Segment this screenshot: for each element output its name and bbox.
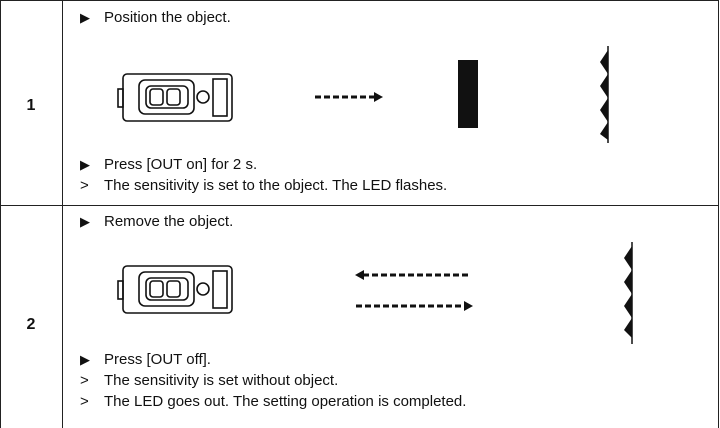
- action-marker: ▶: [80, 157, 90, 172]
- action-marker: ▶: [80, 214, 90, 229]
- beam-arrow-right: [356, 301, 473, 311]
- step-1-instruction-2-text: Press [OUT on] for 2 s.: [104, 156, 258, 173]
- result-marker: >: [80, 393, 89, 410]
- step-1-result-text: The sensitivity is set to the object. Th…: [104, 177, 448, 194]
- beam-arrow-left: [355, 270, 470, 280]
- beam-arrow-right: [315, 92, 383, 102]
- action-marker: ▶: [80, 10, 90, 25]
- background-surface: [600, 46, 609, 143]
- action-marker: ▶: [80, 352, 90, 367]
- step-2-illustration: [117, 242, 633, 344]
- step-1-instruction-1: ▶ Position the object.: [80, 9, 231, 27]
- step-2-instruction-2-text: Press [OUT off].: [104, 351, 211, 368]
- step-2-instruction-2: ▶ Press [OUT off].: [80, 351, 211, 369]
- step-2-result-2-text: The LED goes out. The setting operation …: [104, 393, 467, 410]
- step-2-instruction-1: ▶ Remove the object.: [80, 213, 233, 231]
- table-right-border: [718, 0, 719, 428]
- step-2-result-2: > The LED goes out. The setting operation…: [80, 393, 466, 411]
- table-left-border: [0, 0, 1, 428]
- step-1-illustration: [117, 46, 609, 143]
- result-marker: >: [80, 177, 89, 194]
- background-surface: [624, 242, 633, 344]
- column-divider: [62, 0, 63, 428]
- step-2-instruction-1-text: Remove the object.: [104, 213, 234, 230]
- object-block: [458, 60, 478, 128]
- table-top-border: [0, 0, 719, 1]
- step-1-instruction-1-text: Position the object.: [104, 9, 231, 26]
- step-2-result-1-text: The sensitivity is set without object.: [104, 372, 339, 389]
- step-1-result: > The sensitivity is set to the object. T…: [80, 177, 447, 195]
- step-1-instruction-2: ▶ Press [OUT on] for 2 s.: [80, 156, 257, 174]
- result-marker: >: [80, 372, 89, 389]
- sensor-icon: [117, 265, 233, 314]
- step-2-result-1: > The sensitivity is set without object.: [80, 372, 338, 390]
- step-2-number: 2: [26, 316, 36, 333]
- row-divider: [0, 205, 719, 206]
- step-1-number: 1: [26, 97, 36, 114]
- sensor-icon: [117, 73, 233, 122]
